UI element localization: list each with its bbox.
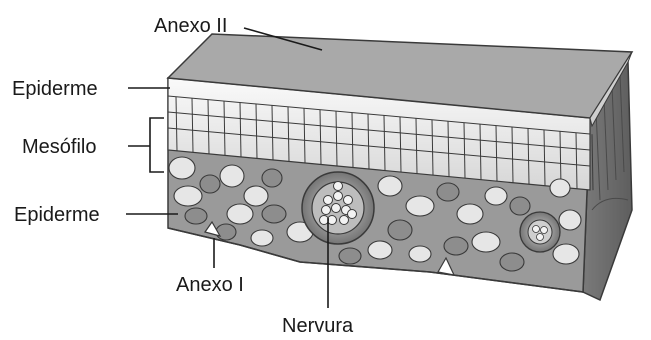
label-vein: Nervura	[282, 315, 354, 337]
spongy-cell	[174, 186, 202, 206]
label-epidermis-bottom: Epiderme	[14, 204, 100, 226]
spongy-cell	[409, 246, 431, 262]
spongy-cell	[262, 205, 286, 223]
secondary-vein	[520, 212, 560, 252]
vein-vessel-cell	[334, 182, 343, 191]
spongy-cell	[510, 197, 530, 215]
spongy-cell	[457, 204, 483, 224]
vein-vessel-cell	[348, 210, 357, 219]
spongy-cell	[559, 210, 581, 230]
main-vein	[302, 172, 374, 244]
spongy-cell	[227, 204, 253, 224]
vein-vessel-cell	[344, 196, 353, 205]
spongy-cell	[244, 186, 268, 206]
vein-vessel-cell	[324, 196, 333, 205]
spongy-cell	[472, 232, 500, 252]
spongy-cell	[169, 157, 195, 179]
spongy-cell	[368, 241, 392, 259]
spongy-cell	[251, 230, 273, 246]
vein-vessel-cell	[332, 204, 341, 213]
label-annex1: Anexo I	[176, 274, 244, 296]
spongy-cell	[200, 175, 220, 193]
spongy-cell	[220, 165, 244, 187]
spongy-cell	[437, 183, 459, 201]
spongy-cell	[500, 253, 524, 271]
vein-vessel-cell	[334, 192, 343, 201]
spongy-cell	[388, 220, 412, 240]
spongy-cell	[262, 169, 282, 187]
spongy-cell	[553, 244, 579, 264]
label-epidermis-top: Epiderme	[12, 78, 98, 100]
spongy-cell	[444, 237, 468, 255]
vein-vessel-cell	[322, 206, 331, 215]
vein-vessel-cell	[320, 216, 329, 225]
spongy-cell	[378, 176, 402, 196]
spongy-cell	[406, 196, 434, 216]
spongy-cell	[550, 179, 570, 197]
vein-vessel-cell	[340, 216, 349, 225]
spongy-cell	[485, 187, 507, 205]
spongy-cell	[185, 208, 207, 224]
mesophyll-bracket	[128, 118, 164, 172]
spongy-cell	[339, 248, 361, 264]
spongy-cell	[216, 224, 236, 240]
label-annex2: Anexo II	[154, 15, 227, 37]
label-mesophyll: Mesófilo	[22, 136, 96, 158]
